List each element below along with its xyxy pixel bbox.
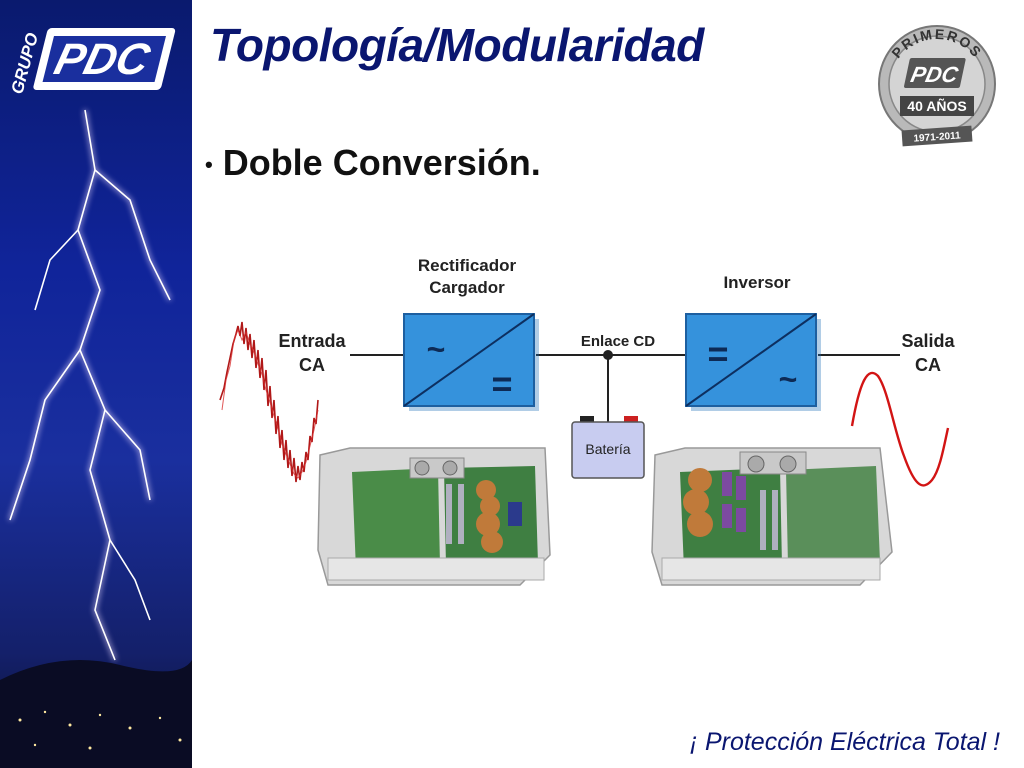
- rectifier-module: ~ =: [403, 313, 539, 411]
- lightning-background: GRUPO PDC: [0, 0, 192, 768]
- input-label-line2: CA: [299, 355, 325, 375]
- bullet-dot: •: [205, 152, 213, 178]
- svg-text:1971-2011: 1971-2011: [913, 130, 961, 144]
- inverter-label: Inversor: [723, 273, 790, 292]
- output-label-line2: CA: [915, 355, 941, 375]
- svg-text:PDC: PDC: [50, 36, 156, 84]
- double-conversion-diagram: Entrada CA Rectificador Cargador Inverso…: [219, 256, 955, 586]
- lightning-bolt: [8, 109, 172, 661]
- svg-text:PDC: PDC: [909, 62, 962, 87]
- dc-link-label: Enlace CD: [581, 333, 655, 350]
- inverter-board-image: [651, 447, 893, 586]
- grupo-pdc-logo: GRUPO PDC: [8, 28, 176, 96]
- input-waveform: [219, 321, 319, 483]
- output-waveform: [850, 371, 950, 487]
- slide-title: Topología/Modularidad: [210, 19, 704, 71]
- battery-label: Batería: [585, 441, 630, 457]
- rectifier-label-line2: Cargador: [429, 278, 505, 297]
- anniversary-seal: PRIMEROS PDC 40 AÑOS 1971-2011: [878, 25, 996, 147]
- ac-symbol: ~: [427, 331, 446, 367]
- dc-symbol: =: [707, 333, 728, 374]
- input-label-line1: Entrada: [278, 331, 346, 351]
- rectifier-label-line1: Rectificador: [418, 256, 517, 275]
- svg-text:40 AÑOS: 40 AÑOS: [907, 97, 966, 114]
- ac-symbol: ~: [779, 361, 798, 397]
- inverter-module: = ~: [685, 313, 821, 411]
- rectifier-board-image: [317, 447, 551, 586]
- footer-slogan: ¡ Protección Eléctrica Total !: [689, 728, 1000, 756]
- bullet-item: • Doble Conversión.: [205, 142, 541, 184]
- battery: Batería: [571, 416, 645, 479]
- output-label-line1: Salida: [901, 331, 955, 351]
- dc-symbol: =: [491, 363, 512, 404]
- bullet-text: Doble Conversión.: [222, 142, 541, 183]
